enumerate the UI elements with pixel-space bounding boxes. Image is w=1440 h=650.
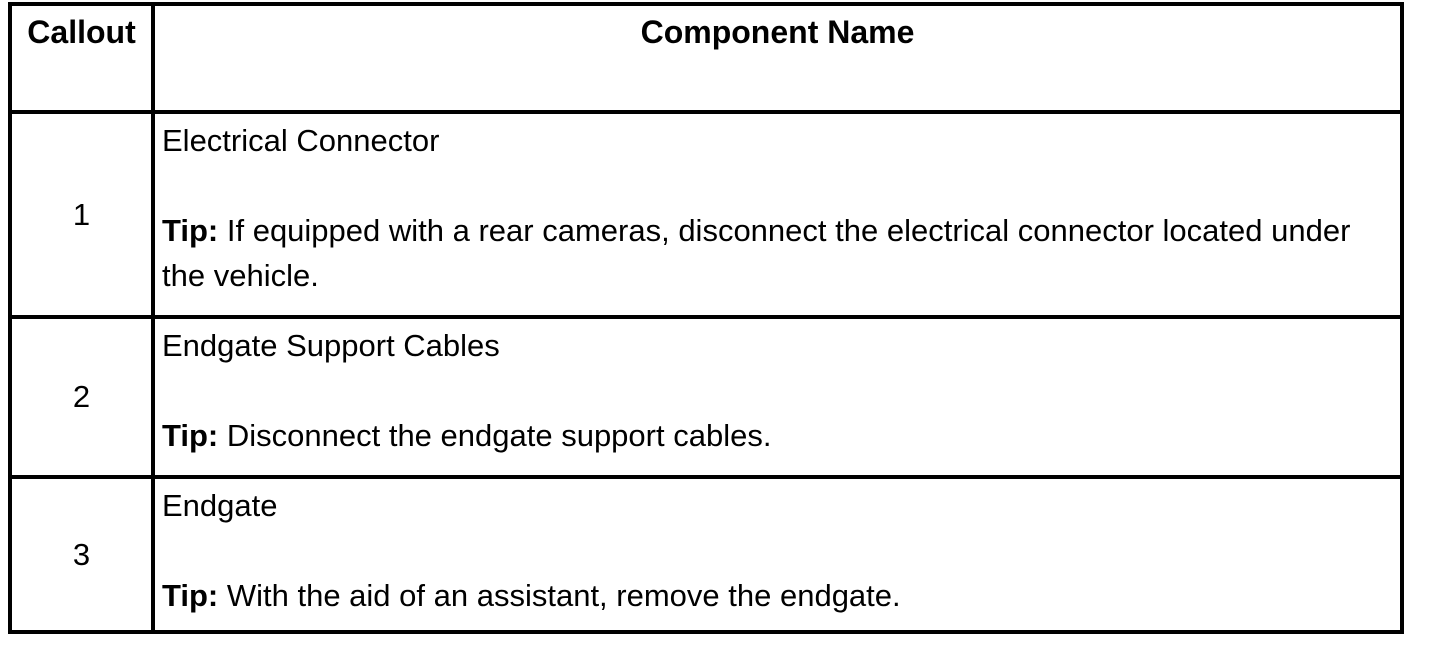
component-table-container: Callout Component Name 1 Electrical Conn…: [8, 2, 1404, 634]
callout-number: 2: [8, 315, 155, 479]
component-cell: Endgate Tip: With the aid of an assistan…: [151, 475, 1404, 634]
cell-spacer: [162, 163, 1390, 208]
component-name: Endgate: [162, 488, 278, 523]
tip-label: Tip:: [162, 418, 219, 453]
tip-text: Tip: Disconnect the endgate support cabl…: [162, 418, 771, 453]
tip-label: Tip:: [162, 578, 219, 613]
component-name: Electrical Connector: [162, 123, 440, 158]
table-header-row: Callout Component Name: [8, 2, 1404, 114]
component-name: Endgate Support Cables: [162, 328, 500, 363]
header-component-name: Component Name: [151, 2, 1404, 114]
tip-text: Tip: If equipped with a rear cameras, di…: [162, 213, 1350, 293]
component-cell: Electrical Connector Tip: If equipped wi…: [151, 110, 1404, 319]
cell-spacer: [162, 368, 1390, 413]
tip-body: Disconnect the endgate support cables.: [218, 418, 772, 453]
component-cell: Endgate Support Cables Tip: Disconnect t…: [151, 315, 1404, 479]
tip-body: With the aid of an assistant, remove the…: [218, 578, 901, 613]
table-row: 2 Endgate Support Cables Tip: Disconnect…: [8, 315, 1404, 479]
header-callout: Callout: [8, 2, 155, 114]
cell-spacer: [162, 528, 1390, 573]
callout-number: 3: [8, 475, 155, 634]
tip-label: Tip:: [162, 213, 219, 248]
callout-number: 1: [8, 110, 155, 319]
tip-text: Tip: With the aid of an assistant, remov…: [162, 578, 901, 613]
component-table: Callout Component Name 1 Electrical Conn…: [8, 2, 1404, 634]
tip-body: If equipped with a rear cameras, disconn…: [162, 213, 1351, 293]
table-row: 1 Electrical Connector Tip: If equipped …: [8, 110, 1404, 319]
table-row: 3 Endgate Tip: With the aid of an assist…: [8, 475, 1404, 634]
